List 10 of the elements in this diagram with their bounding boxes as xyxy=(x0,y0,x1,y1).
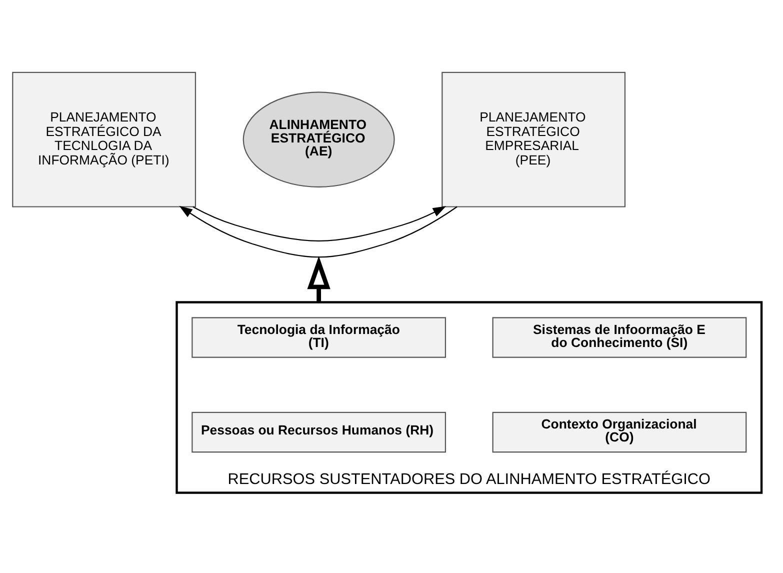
node-box: Tecnologia da Informação (TI) xyxy=(192,316,446,358)
node-ellipse: ALINHAMENTO ESTRATÉGICO (AE) xyxy=(242,91,395,187)
arrow xyxy=(179,205,458,258)
node-box: Pessoas ou Recursos Humanos (RH) xyxy=(192,411,446,452)
node-box: PLANEJAMENTO ESTRATÉGICO EMPRESARIAL (PEE) xyxy=(442,71,626,207)
node-box: Sistemas de Infoormação E do Conhecimento (SI) xyxy=(492,316,747,358)
arrow xyxy=(192,206,446,241)
node-box: Contexto Organizacional (CO) xyxy=(492,411,747,452)
node-box: PLANEJAMENTO ESTRATÉGICO DA TECNLOGIA DA INFORMAÇÃO (PETI) xyxy=(12,71,196,207)
arrow xyxy=(307,256,330,302)
